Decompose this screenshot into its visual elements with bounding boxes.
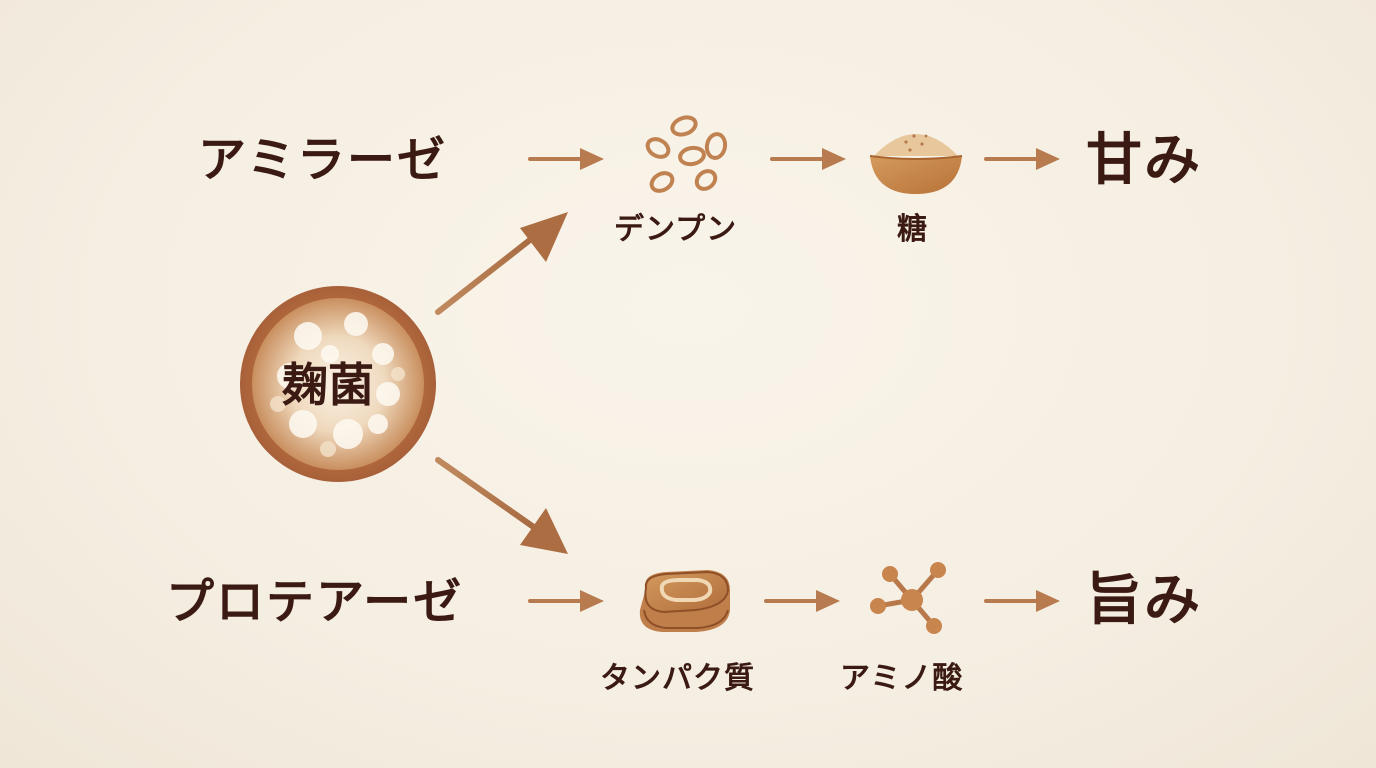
starch-grains-icon	[645, 115, 728, 193]
arrow-sugar-to-sweetness	[984, 148, 1060, 170]
arrow-starch-to-sugar	[770, 148, 846, 170]
arrow-protease-to-protein	[528, 590, 604, 612]
label-amino-acid: アミノ酸	[840, 661, 964, 696]
label-starch: デンプン	[614, 212, 738, 247]
enzyme-amylase: アミラーゼ	[198, 132, 448, 188]
koji-circle	[240, 286, 436, 482]
koji-label: 麹菌	[282, 358, 374, 412]
enzyme-protease: プロテアーゼ	[166, 574, 464, 630]
result-sweetness: 甘み	[1086, 127, 1202, 193]
label-protein: タンパク質	[600, 661, 755, 696]
arrow-protein-to-amino	[764, 590, 840, 612]
arrow-amylase-to-starch	[528, 148, 604, 170]
meat-steak-icon	[639, 570, 730, 632]
sugar-bowl-icon	[869, 134, 963, 194]
label-sugar: 糖	[897, 212, 928, 247]
arrow-amino-to-umami	[984, 590, 1060, 612]
result-umami: 旨み	[1086, 567, 1202, 633]
molecule-icon	[870, 562, 946, 634]
